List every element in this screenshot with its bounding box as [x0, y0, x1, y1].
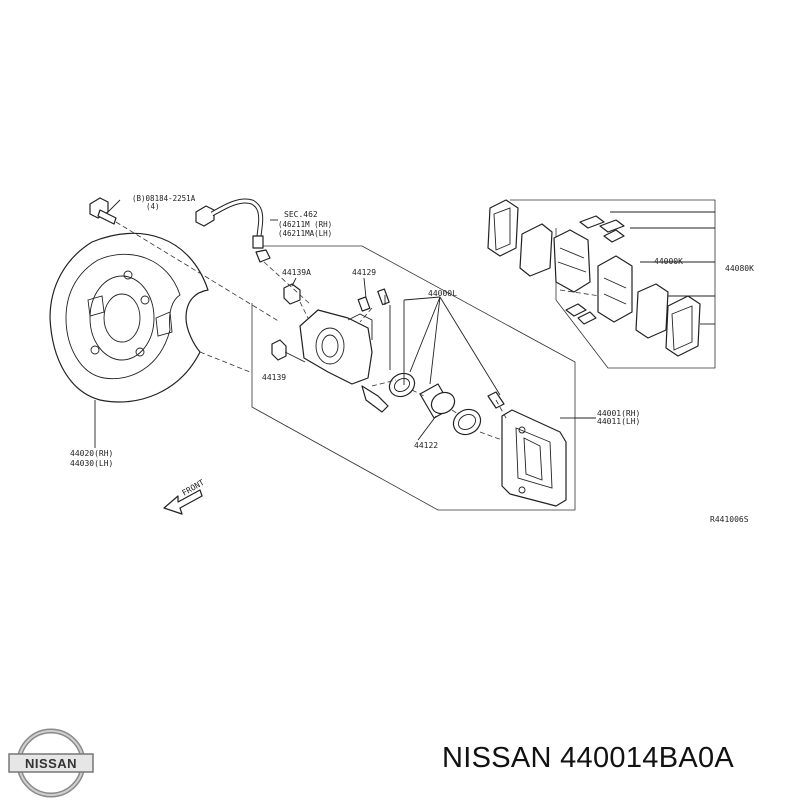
label-leaders	[94, 219, 650, 448]
label-44122: 44122	[414, 441, 438, 450]
nissan-logo-text: NISSAN	[25, 756, 77, 771]
brake-pad-inner	[597, 255, 633, 323]
caliper-bracket	[501, 409, 567, 507]
pad-clips	[565, 215, 625, 325]
label-44139: 44139	[262, 373, 286, 382]
brake-pad-outer	[553, 229, 591, 293]
label-bolt-ref-b: (4)	[146, 202, 160, 211]
pad-shim-inner-left	[519, 223, 553, 277]
backing-plate	[49, 232, 209, 403]
pad-shim-outer-left	[487, 199, 519, 257]
backing-plate-bolt	[89, 197, 121, 225]
caliper-group-frame	[251, 245, 576, 511]
label-44030-lh: 44030(LH)	[70, 459, 113, 468]
piston-boot	[452, 408, 482, 436]
diagram-labels: (B)08184-2251A (4) SEC.462 (46211M (RH) …	[70, 194, 754, 524]
bleeder-screw	[357, 288, 390, 312]
label-44080k: 44080K	[725, 264, 754, 273]
dashed-leaders	[115, 221, 601, 441]
label-hose-rh: (46211M (RH)	[278, 220, 332, 229]
label-sec-ref: SEC.462	[284, 210, 318, 219]
piston-seal	[388, 372, 416, 398]
leaders-44000l	[384, 295, 501, 396]
label-44000l: 44000L	[428, 289, 457, 298]
label-44011-lh: 44011(LH)	[597, 417, 640, 426]
guide-pin-bolts	[271, 283, 306, 363]
label-hose-lh: (46211MA(LH)	[278, 229, 332, 238]
label-bolt-ref-a: (B)08184-2251A	[132, 194, 196, 203]
label-44020-rh: 44020(RH)	[70, 449, 113, 458]
pad-shim-outer-right	[665, 295, 701, 357]
front-arrow	[163, 489, 203, 515]
part-number-caption: NISSAN 440014BA0A	[442, 742, 735, 774]
label-44139a: 44139A	[282, 268, 311, 277]
label-44000k: 44000K	[654, 257, 683, 266]
pad-shim-inner-right	[635, 283, 669, 339]
label-44001-rh: 44001(RH)	[597, 409, 640, 418]
nissan-logo: NISSAN	[8, 728, 94, 798]
label-ref-code: R441006S	[710, 515, 749, 524]
pad-kit-frame	[510, 199, 716, 369]
brake-hose	[195, 198, 271, 263]
label-44129: 44129	[352, 268, 376, 277]
caliper-body	[299, 309, 389, 413]
piston	[419, 383, 456, 419]
